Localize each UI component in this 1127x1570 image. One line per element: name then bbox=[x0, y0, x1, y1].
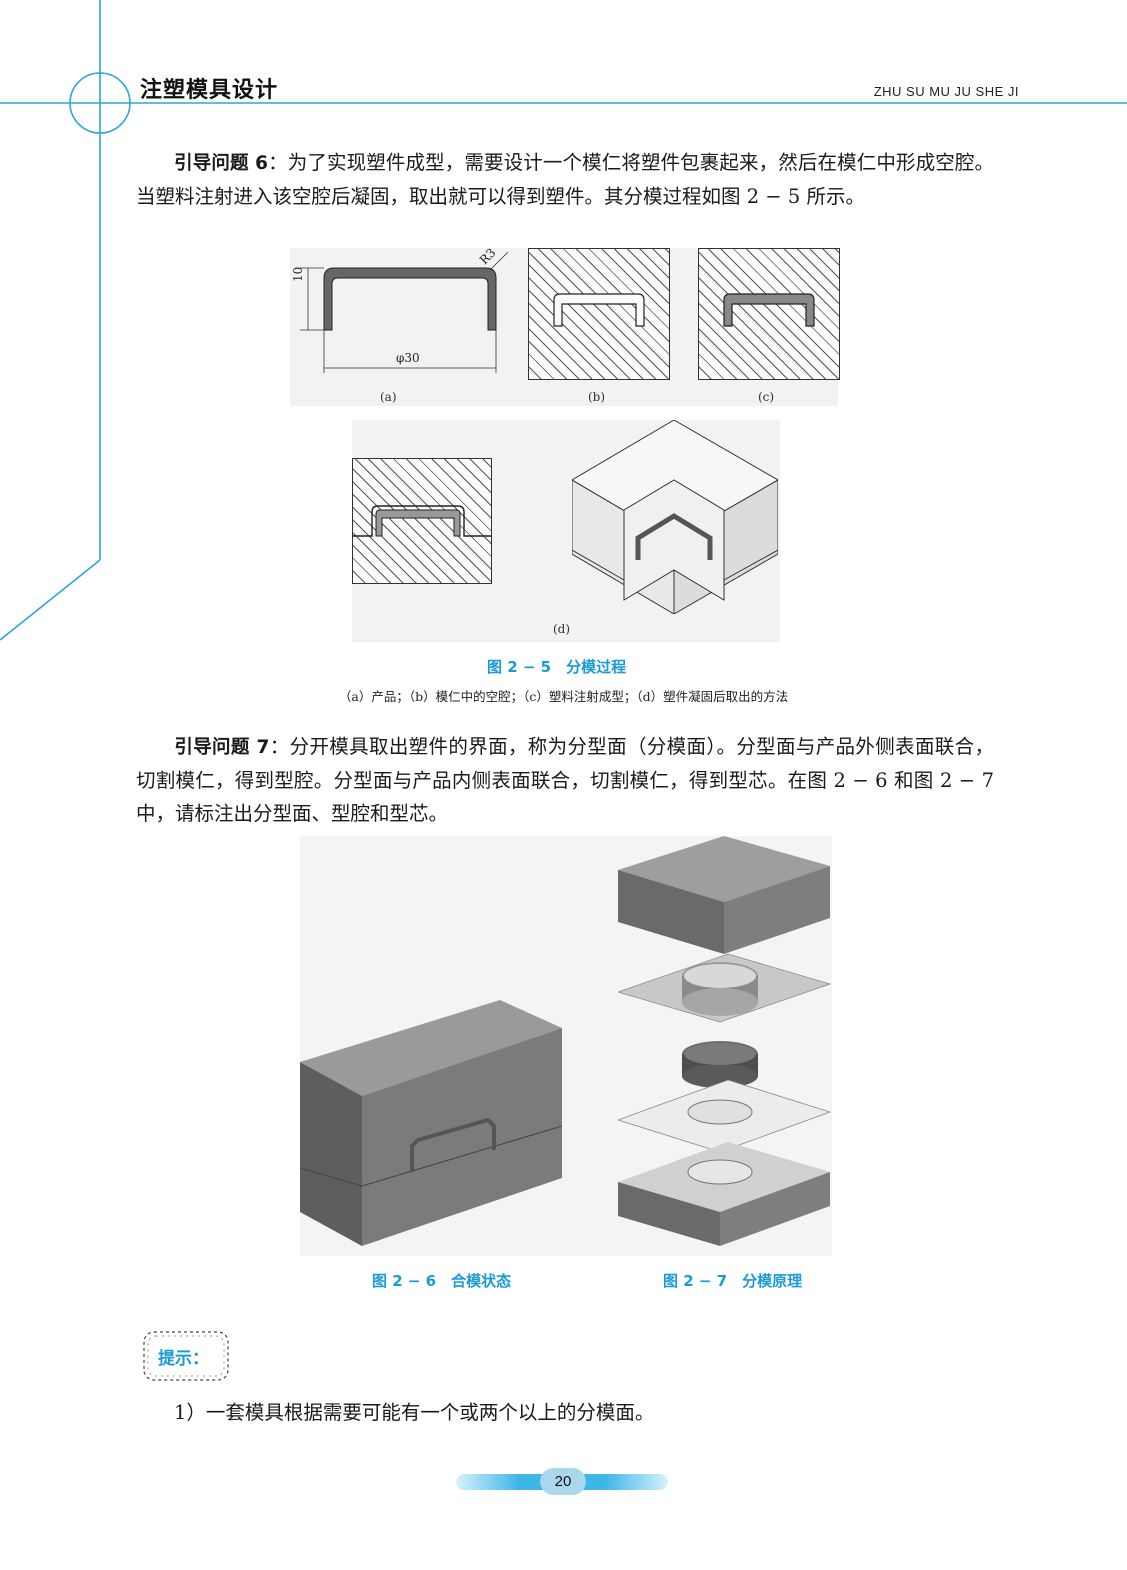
question-6-lead: 引导问题 6 bbox=[174, 153, 269, 174]
figure-2-5d-isometric-block bbox=[572, 420, 778, 614]
figure-2-5d-section-block bbox=[352, 458, 492, 584]
figure-2-5b-hatched-block bbox=[528, 248, 670, 380]
figure-2-7-caption: 图 2 − 7 分模原理 bbox=[663, 1272, 803, 1290]
tip-label: 提示： bbox=[158, 1349, 209, 1369]
book-title: 注塑模具设计 bbox=[140, 78, 279, 103]
figure-2-5-caption: 图 2 − 5 分模过程 bbox=[487, 658, 627, 676]
question-6-paragraph: 引导问题 6：为了实现塑件成型，需要设计一个模仁将塑件包裹起来，然后在模仁中形成… bbox=[136, 146, 994, 213]
figure-2-5a-product-drawing: 10 φ30 R3 bbox=[291, 248, 509, 373]
tip-box: 提示： bbox=[140, 1328, 232, 1384]
figure-2-5c-hatched-block bbox=[698, 248, 840, 380]
page-number: 20 bbox=[540, 1468, 586, 1495]
book-title-pinyin: ZHU SU MU JU SHE JI bbox=[873, 84, 1019, 99]
figure-2-5b-label: (b) bbox=[588, 390, 606, 404]
figure-2-5b-cavity bbox=[553, 293, 645, 327]
tip-ornament-icon bbox=[143, 1331, 229, 1381]
dim-height-label: 10 bbox=[291, 267, 305, 282]
figure-2-5c-label: (c) bbox=[758, 390, 775, 404]
figure-2-5-subcaption: （a）产品；（b）模仁中的空腔；（c）塑料注射成型；（d）塑件凝固后取出的方法 bbox=[338, 689, 789, 704]
question-7-text: ：分开模具取出塑件的界面，称为分型面（分模面）。分型面与产品外侧表面联合，切割模… bbox=[136, 735, 994, 825]
tip-item-1: 1）一套模具根据需要可能有一个或两个以上的分模面。 bbox=[136, 1396, 994, 1429]
dim-diameter-label: φ30 bbox=[396, 351, 420, 365]
figure-2-6-closed-mold bbox=[300, 1000, 562, 1246]
figure-2-6-caption: 图 2 − 6 合模状态 bbox=[372, 1272, 512, 1290]
question-6-text: ：为了实现塑件成型，需要设计一个模仁将塑件包裹起来，然后在模仁中形成空腔。当塑料… bbox=[136, 151, 994, 208]
figure-2-5a-label: (a) bbox=[380, 390, 397, 404]
tip-item-1-text: 1）一套模具根据需要可能有一个或两个以上的分模面。 bbox=[174, 1401, 655, 1424]
figure-2-7-parting-principle bbox=[618, 836, 832, 1246]
question-7-paragraph: 引导问题 7：分开模具取出塑件的界面，称为分型面（分模面）。分型面与产品外侧表面… bbox=[136, 730, 994, 830]
figure-2-5d-section-parting bbox=[352, 505, 492, 537]
question-7-lead: 引导问题 7 bbox=[174, 737, 270, 758]
figure-2-5c-injected-part bbox=[723, 293, 815, 327]
figure-2-5d-label: (d) bbox=[553, 622, 571, 636]
